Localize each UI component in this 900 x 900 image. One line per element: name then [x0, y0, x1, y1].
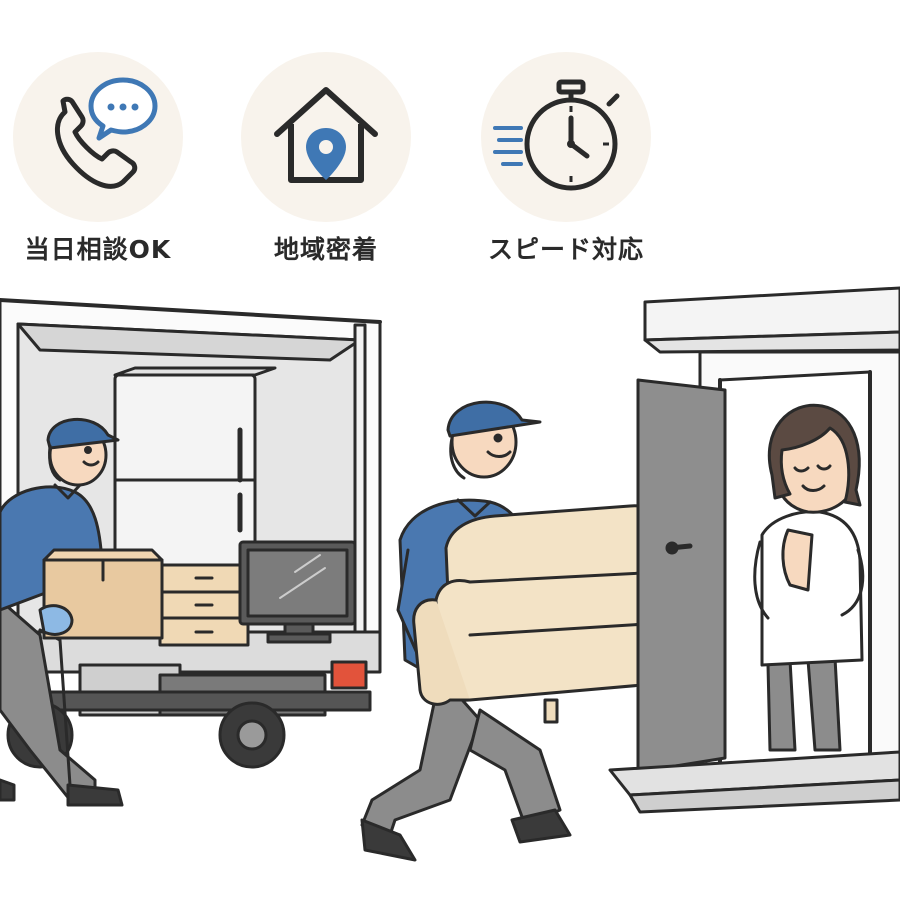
feature-circle: [481, 52, 651, 222]
feature-local: 地域密着: [226, 52, 426, 266]
phone-chat-icon: [54, 77, 158, 189]
mover-carrying-box: [0, 418, 164, 807]
feature-label: 地域密着: [273, 235, 378, 264]
mover-carrying-sofa: [360, 400, 748, 862]
house-location-icon: [274, 87, 378, 183]
feature-label: スピード対応: [487, 235, 644, 264]
feature-circle: [241, 52, 411, 222]
customer-at-door: [753, 403, 865, 752]
feature-same-day: 当日相談OK: [0, 52, 198, 266]
moving-scene: [0, 286, 900, 862]
stopwatch-icon: [493, 79, 620, 191]
feature-label: 当日相談OK: [24, 235, 172, 264]
monitor: [238, 540, 357, 644]
feature-row: 当日相談OK 地域密着: [0, 0, 900, 280]
drawer-chest: [158, 563, 250, 647]
feature-speed: スピード対応: [466, 52, 666, 266]
feature-circle: [13, 52, 183, 222]
